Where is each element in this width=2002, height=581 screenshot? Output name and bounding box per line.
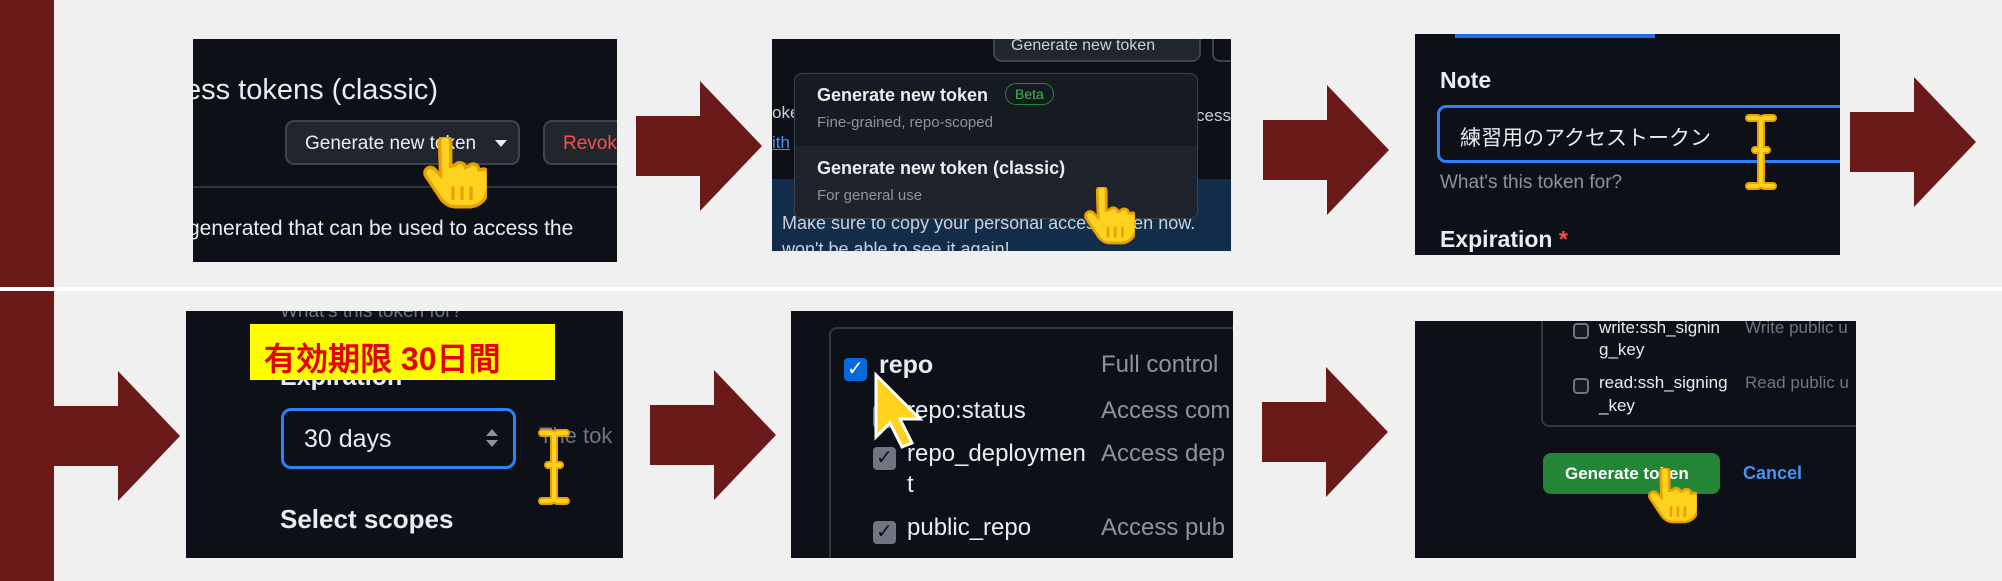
token-type-dropdown-menu: Generate new token Beta Fine-grained, re…: [794, 73, 1198, 219]
scope-name: repo_deploymen: [907, 440, 1086, 467]
step2-screenshot: Generate new token oke ith cess Make sur…: [772, 39, 1231, 251]
focus-edge: [1455, 34, 1655, 38]
menu-item-classic[interactable]: Generate new token (classic) For general…: [795, 146, 1197, 218]
expiration-label: Expiration *: [1440, 226, 1568, 253]
beta-badge: Beta: [1005, 83, 1054, 105]
scope-name: read:ssh_signing: [1599, 373, 1728, 392]
step-arrow-5: [1262, 367, 1388, 497]
scopes-box-border: [829, 327, 1233, 558]
row-continue-arrow: [54, 371, 180, 501]
scope-checkbox-write-ssh-signing-key[interactable]: [1573, 323, 1589, 339]
scope-name-wrap: t: [907, 471, 914, 498]
cursor-arrow-icon: [872, 371, 924, 451]
link-fragment: ith: [772, 133, 790, 152]
text-fragment: oke: [772, 103, 800, 122]
menu-item-fine-grained[interactable]: Generate new token Beta Fine-grained, re…: [795, 74, 1197, 146]
scope-desc: Access com: [1101, 397, 1231, 424]
scope-checkbox-repo-deployment[interactable]: [873, 447, 896, 470]
scope-name-wrap: _key: [1599, 396, 1635, 415]
checkmark-icon: ✓: [876, 447, 893, 469]
cancel-link[interactable]: Cancel: [1743, 463, 1803, 483]
pointer-hand-icon: [419, 137, 487, 209]
scope-name: public_repo: [907, 514, 1032, 541]
caret-down-icon: [495, 140, 507, 147]
note-hint: What's this token for?: [1440, 172, 1623, 193]
page-heading: ess tokens (classic): [193, 74, 439, 106]
generate-new-token-label: Generate new token: [305, 133, 477, 154]
menu-item-title: Generate new token (classic): [817, 158, 1066, 178]
scope-desc: Access dep: [1101, 440, 1226, 467]
scope-desc: Access pub: [1101, 514, 1226, 541]
menu-item-title: Generate new token: [817, 85, 989, 105]
expiration-label-text: Expiration: [1440, 226, 1553, 252]
left-accent-bar-bottom: [0, 291, 54, 581]
scope-name: write:ssh_signin: [1599, 321, 1720, 337]
scope-desc: Read public u: [1745, 373, 1849, 392]
danger-button-edge: [1212, 39, 1231, 62]
step1-screenshot: ess tokens (classic) Generate new token …: [193, 39, 617, 262]
step-arrow-1: [636, 81, 762, 211]
text-fragment: cess: [1196, 106, 1231, 125]
select-arrows-icon: [486, 429, 498, 436]
generate-new-token-button[interactable]: Generate new token: [285, 120, 520, 165]
notice-text: won't be able to see it again!: [782, 239, 1010, 251]
note-label: Note: [1440, 67, 1492, 93]
checkmark-icon: ✓: [847, 358, 864, 380]
row-separator: [0, 287, 2002, 291]
generate-new-token-label: Generate new token: [1011, 39, 1156, 54]
menu-item-subtitle: Fine-grained, repo-scoped: [817, 114, 993, 131]
step-arrow-4: [650, 370, 776, 500]
expiration-select[interactable]: 30 days: [281, 408, 516, 469]
scope-checkbox-public-repo[interactable]: [873, 521, 896, 544]
pointer-hand-icon: [1081, 187, 1135, 245]
note-input-value: 練習用のアクセストークン: [1460, 127, 1711, 150]
revoke-button[interactable]: Revok: [543, 120, 617, 165]
text-cursor-icon: [534, 429, 574, 515]
step6-screenshot: write:ssh_signin g_key Write public u re…: [1415, 321, 1856, 558]
generate-token-button[interactable]: Generate token: [1543, 453, 1720, 494]
expiration-select-value: 30 days: [304, 425, 392, 453]
scope-desc: Full control: [1101, 351, 1219, 378]
scope-checkbox-read-ssh-signing-key[interactable]: [1573, 378, 1589, 394]
required-mark: *: [1558, 226, 1568, 252]
scope-name-wrap: g_key: [1599, 340, 1645, 359]
scope-desc: Write public u: [1745, 321, 1848, 337]
step-arrow-3: [1850, 77, 1976, 207]
scopes-box-border: [1541, 321, 1856, 427]
select-scopes-heading: Select scopes: [280, 504, 454, 534]
step4-screenshot: What's this token for? Expiration 30 day…: [186, 311, 623, 558]
revoke-label: Revok: [563, 133, 617, 154]
generate-token-label: Generate token: [1565, 464, 1689, 483]
scope-name: repo: [879, 351, 934, 379]
highlight-callout-text: 有効期限 30日間: [264, 341, 501, 377]
checkmark-icon: ✓: [876, 521, 893, 543]
highlight-callout: 有効期限 30日間: [250, 324, 555, 380]
left-accent-bar-top: [0, 0, 54, 287]
note-hint-fragment: What's this token for?: [280, 311, 463, 322]
divider: [193, 186, 617, 188]
step-arrow-2: [1263, 85, 1389, 215]
pointer-hand-icon: [1645, 468, 1697, 524]
step3-screenshot: Note 練習用のアクセストークン What's this token for?…: [1415, 34, 1840, 255]
select-arrows-icon: [486, 440, 498, 447]
step5-screenshot: ✓ repo Full control ✓ repo:status Access…: [791, 311, 1233, 558]
menu-item-subtitle: For general use: [817, 187, 923, 204]
text-cursor-icon: [1741, 114, 1781, 190]
generate-new-token-button[interactable]: Generate new token: [993, 39, 1201, 62]
scope-name: repo:status: [907, 397, 1026, 424]
scope-checkbox-repo[interactable]: [844, 358, 867, 381]
token-description: generated that can be used to access the: [193, 217, 574, 240]
